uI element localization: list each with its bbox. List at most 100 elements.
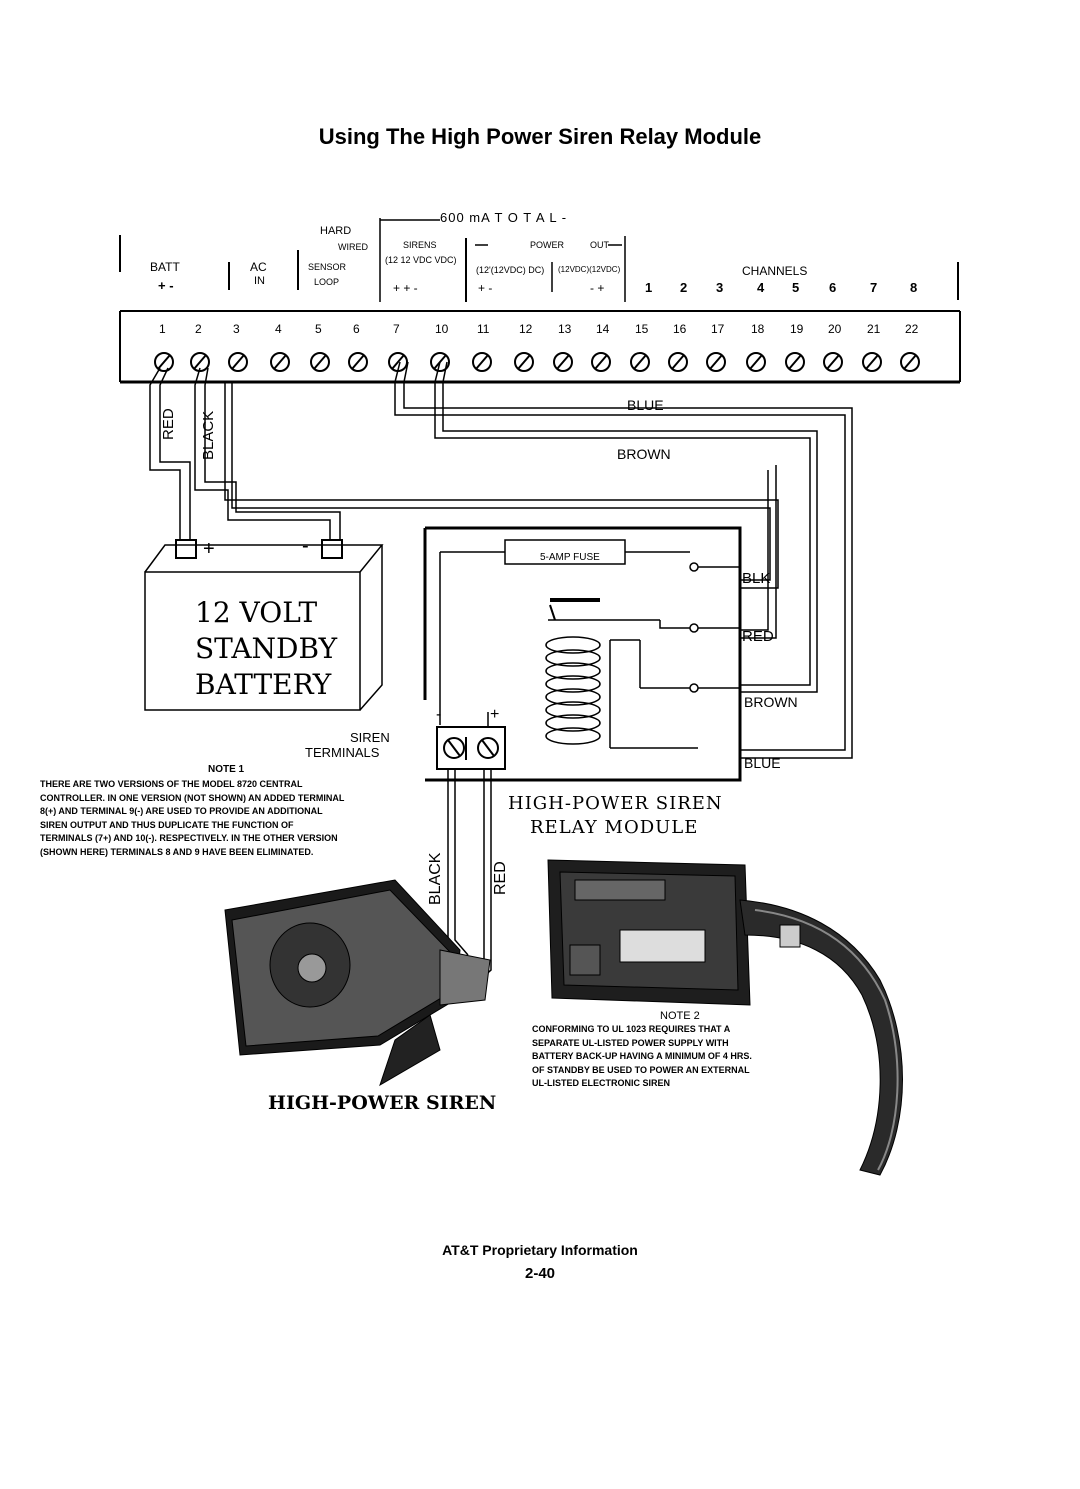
terminal-number: 16 — [673, 322, 687, 336]
siren-black-label: BLACK — [427, 852, 444, 905]
note-line: TERMINALS (7+) AND 10(-). RESPECTIVELY. … — [40, 833, 338, 843]
terminal-screw — [785, 352, 805, 372]
channel-number: 6 — [829, 280, 837, 295]
terminal-screw — [630, 352, 650, 372]
channel-number: 1 — [645, 280, 653, 295]
page-title: Using The High Power Siren Relay Module — [318, 124, 762, 149]
module-minus: - — [436, 706, 442, 723]
terminal-number: 18 — [751, 322, 765, 336]
siren-red-label: RED — [492, 861, 509, 895]
out-polarity: - + — [590, 281, 605, 295]
blue-terminal-label: BLUE — [744, 755, 781, 771]
blk-terminal-label: BLK — [742, 570, 771, 587]
out-sub: (12VDC)(12VDC) — [558, 265, 621, 274]
black-wire-label: BLACK — [200, 410, 217, 460]
battery-minus: - — [302, 535, 309, 557]
terminal-number: 21 — [867, 322, 881, 336]
terminal-number: 7 — [393, 322, 400, 336]
terminal-screw — [270, 352, 290, 372]
note2-heading: NOTE 2 — [660, 1010, 700, 1022]
wired-label: WIRED — [338, 242, 368, 252]
terminal-number: 17 — [711, 322, 725, 336]
terminal-number: 6 — [353, 322, 360, 336]
siren-terminals-label-1: SIREN — [350, 730, 390, 745]
battery-label: 12 VOLT STANDBY BATTERY — [195, 595, 337, 703]
batt-label: BATT — [150, 260, 180, 274]
note-line: OF STANDBY BE USED TO POWER AN EXTERNAL — [532, 1064, 750, 1075]
terminal-number: 5 — [315, 322, 322, 336]
terminal-number: 19 — [790, 322, 804, 336]
channel-number: 3 — [716, 280, 724, 295]
terminal-number: 15 — [635, 322, 649, 336]
power-label: POWER — [530, 240, 565, 250]
note-line: CONFORMING TO UL 1023 REQUIRES THAT A — [532, 1024, 731, 1034]
sensor-label: SENSOR — [308, 262, 347, 272]
terminal-screw — [591, 352, 611, 372]
channel-number: 5 — [792, 280, 800, 295]
channel-number: 7 — [870, 280, 878, 295]
battery-line-2: STANDBY — [195, 632, 338, 665]
sirens-label: SIRENS — [403, 240, 437, 250]
terminal-number: 13 — [558, 322, 572, 336]
total-label: 600 mA T O T A L - — [440, 210, 568, 225]
terminal-number: 20 — [828, 322, 842, 336]
channel-number: 4 — [757, 280, 765, 295]
note-line: BATTERY BACK-UP HAVING A MINIMUM OF 4 HR… — [532, 1051, 752, 1061]
terminal-number: 11 — [477, 322, 490, 336]
power-polarity: + - — [478, 281, 493, 295]
terminal-screw — [514, 352, 534, 372]
terminal-number: 12 — [519, 322, 533, 336]
module-plus: + — [490, 706, 500, 723]
battery-plus: + — [203, 538, 215, 560]
note1-heading: NOTE 1 — [208, 764, 245, 775]
note1-body: THERE ARE TWO VERSIONS OF THE MODEL 8720… — [40, 778, 344, 859]
terminal-screw — [472, 352, 492, 372]
battery-line-3: BATTERY — [195, 668, 332, 701]
terminal-screw — [348, 352, 368, 372]
battery-line-1: 12 VOLT — [195, 596, 318, 629]
terminal-number: 14 — [596, 322, 610, 336]
red-terminal-label: RED — [742, 628, 774, 645]
channels-label: CHANNELS — [742, 264, 808, 278]
terminal-screw — [746, 352, 766, 372]
ac-label: AC — [250, 260, 267, 274]
terminal-number: 4 — [275, 322, 282, 336]
ac-in-label: IN — [254, 275, 265, 287]
note-line: CONTROLLER. IN ONE VERSION (NOT SHOWN) A… — [40, 792, 345, 803]
note-line: SEPARATE UL-LISTED POWER SUPPLY WITH — [532, 1037, 729, 1048]
note-line: UL-LISTED ELECTRONIC SIREN — [532, 1078, 671, 1088]
terminal-screw — [310, 352, 330, 372]
red-wire-label: RED — [160, 408, 177, 440]
page-number: 2-40 — [524, 1265, 556, 1282]
terminal-screw — [154, 352, 174, 372]
note-line: SIREN OUTPUT AND THUS DUPLICATE THE FUNC… — [40, 819, 294, 830]
terminal-screw — [900, 352, 920, 372]
terminal-screw — [823, 352, 843, 372]
brown-terminal-label: BROWN — [744, 694, 798, 710]
sirens-polarity: + + - — [393, 281, 418, 295]
terminal-screw — [862, 352, 882, 372]
terminal-screw — [553, 352, 573, 372]
siren-terminals-label-2: TERMINALS — [305, 745, 380, 760]
channel-number: 8 — [910, 280, 918, 295]
power-sub: (12'(12VDC) DC) — [476, 265, 545, 275]
loop-label: LOOP — [314, 277, 340, 287]
brown-wire-label: BROWN — [617, 446, 671, 462]
note-line: 8(+) AND TERMINAL 9(-) ARE USED TO PROVI… — [40, 806, 323, 816]
out-label: OUT — [590, 240, 609, 250]
terminal-number: 1 — [159, 322, 166, 336]
channel-number: 2 — [680, 280, 688, 295]
terminal-screw — [706, 352, 726, 372]
sirens-sub: (12 12 VDC VDC) — [385, 255, 457, 265]
terminal-screw — [668, 352, 688, 372]
blue-wire-label: BLUE — [627, 397, 664, 413]
terminal-screw — [228, 352, 248, 372]
batt-polarity: + - — [158, 278, 174, 293]
note-line: (SHOWN HERE) TERMINALS 8 AND 9 HAVE BEEN… — [40, 846, 314, 857]
terminal-number: 22 — [905, 322, 919, 336]
hard-label: HARD — [320, 225, 352, 237]
terminal-number: 3 — [233, 322, 240, 336]
siren-label: HIGH-POWER SIREN — [268, 1092, 497, 1114]
note2-body: CONFORMING TO UL 1023 REQUIRES THAT A SEP… — [532, 1023, 752, 1091]
